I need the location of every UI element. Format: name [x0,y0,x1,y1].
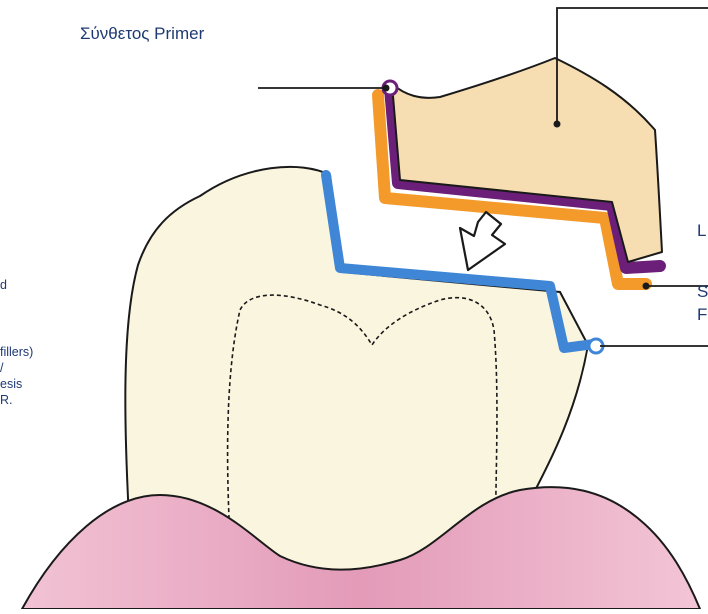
left-note-5: esis [0,377,22,393]
left-note-1: d [0,278,7,294]
left-note-6: R. [0,393,13,409]
left-note-3: fillers) [0,345,33,361]
leader-dot-primer [383,85,390,92]
label-right-l: L [697,221,706,241]
label-right-s: S [697,282,708,302]
title-label: Σύνθετος Primer [80,24,204,44]
leader-dot-inlay [554,121,561,128]
left-note-4: / [0,361,3,377]
label-right-p: F [697,305,707,325]
leader-dot-cement [643,283,650,290]
insertion-arrow [460,212,505,270]
inlay-restoration [392,58,662,262]
